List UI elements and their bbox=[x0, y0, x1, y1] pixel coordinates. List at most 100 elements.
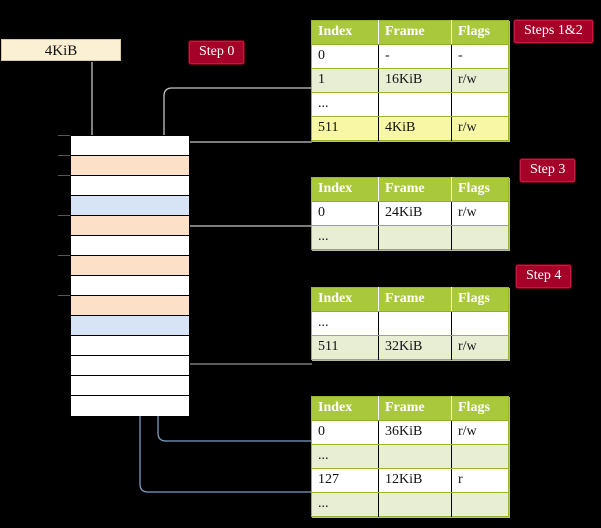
memory-frame-tick bbox=[58, 175, 70, 176]
physical-memory-column bbox=[70, 135, 190, 416]
cell-frame: 16KiB bbox=[378, 68, 452, 93]
cell-flags bbox=[451, 444, 509, 469]
cell-frame: 24KiB bbox=[378, 201, 452, 226]
column-header-frame: Frame bbox=[378, 20, 452, 45]
cell-flags: r/w bbox=[451, 201, 509, 226]
cell-index: 0 bbox=[311, 420, 379, 445]
memory-frame-free bbox=[71, 276, 189, 296]
column-header-index: Index bbox=[311, 396, 379, 421]
column-header-flags: Flags bbox=[451, 177, 509, 202]
column-header-flags: Flags bbox=[451, 287, 509, 312]
cell-index: ... bbox=[311, 444, 379, 469]
cell-frame bbox=[378, 225, 452, 250]
memory-frame-free bbox=[71, 236, 189, 256]
memory-frame-tick bbox=[58, 135, 70, 136]
cell-frame bbox=[378, 92, 452, 117]
cell-frame bbox=[378, 311, 452, 336]
column-header-flags: Flags bbox=[451, 396, 509, 421]
cell-index: 0 bbox=[311, 44, 379, 69]
column-header-frame: Frame bbox=[378, 396, 452, 421]
table-row: 0-- bbox=[311, 44, 509, 69]
badge-step-3-label: Step 3 bbox=[530, 162, 566, 177]
badge-steps-1-2-label: Steps 1&2 bbox=[524, 23, 583, 38]
memory-frame-free bbox=[71, 136, 189, 156]
memory-frame-selected bbox=[71, 316, 189, 336]
column-header-index: Index bbox=[311, 177, 379, 202]
cell-flags: r bbox=[451, 468, 509, 493]
request-size-box: 4KiB bbox=[1, 39, 121, 61]
cell-index: ... bbox=[311, 311, 379, 336]
badge-step-4: Step 4 bbox=[516, 265, 572, 288]
memory-frame-free bbox=[71, 356, 189, 376]
cell-index: 127 bbox=[311, 468, 379, 493]
cell-index: 511 bbox=[311, 335, 379, 360]
cell-flags bbox=[451, 311, 509, 336]
column-header-frame: Frame bbox=[378, 177, 452, 202]
column-header-index: Index bbox=[311, 287, 379, 312]
cell-frame bbox=[378, 444, 452, 469]
memory-frame-used bbox=[71, 256, 189, 276]
cell-index: ... bbox=[311, 92, 379, 117]
column-header-index: Index bbox=[311, 20, 379, 45]
memory-frame-free bbox=[71, 376, 189, 396]
memory-frame-free bbox=[71, 396, 189, 416]
memory-frame-tick bbox=[58, 215, 70, 216]
cell-flags: - bbox=[451, 44, 509, 69]
cell-flags bbox=[451, 92, 509, 117]
badge-step-4-label: Step 4 bbox=[526, 268, 562, 283]
cell-frame: 4KiB bbox=[378, 116, 452, 141]
badge-step-0-label: Step 0 bbox=[199, 44, 235, 59]
wire-step-4 bbox=[172, 319, 312, 365]
memory-frame-selected bbox=[71, 196, 189, 216]
memory-frame-tick bbox=[58, 295, 70, 296]
memory-frame-tick bbox=[58, 155, 70, 156]
cell-flags bbox=[451, 225, 509, 250]
table-row: ... bbox=[311, 311, 509, 336]
cell-index: 0 bbox=[311, 201, 379, 226]
wire-step-3 bbox=[179, 225, 312, 276]
cell-flags: r/w bbox=[451, 335, 509, 360]
memory-frame-used bbox=[71, 216, 189, 236]
badge-step-3: Step 3 bbox=[520, 159, 576, 182]
badge-steps-1-2: Steps 1&2 bbox=[514, 20, 593, 43]
cell-flags bbox=[451, 492, 509, 517]
table-row: ... bbox=[311, 492, 509, 517]
wire-steps-1-2-b bbox=[177, 141, 312, 257]
cell-frame bbox=[378, 492, 452, 517]
cell-frame: 32KiB bbox=[378, 335, 452, 360]
badge-step-0: Step 0 bbox=[189, 41, 245, 64]
cell-index: ... bbox=[311, 492, 379, 517]
cell-index: 1 bbox=[311, 68, 379, 93]
cell-index: 511 bbox=[311, 116, 379, 141]
cell-flags: r/w bbox=[451, 116, 509, 141]
memory-frame-free bbox=[71, 336, 189, 356]
table-row: ... bbox=[311, 225, 509, 250]
request-size-label: 4KiB bbox=[44, 43, 78, 59]
column-header-frame: Frame bbox=[378, 287, 452, 312]
cell-frame: - bbox=[378, 44, 452, 69]
cell-frame: 36KiB bbox=[378, 420, 452, 445]
memory-frame-used bbox=[71, 296, 189, 316]
memory-frame-tick bbox=[58, 255, 70, 256]
memory-frame-used bbox=[71, 156, 189, 176]
column-header-flags: Flags bbox=[451, 20, 509, 45]
table-row: ... bbox=[311, 444, 509, 469]
memory-frame-free bbox=[71, 176, 189, 196]
table-row: ... bbox=[311, 92, 509, 117]
cell-flags: r/w bbox=[451, 68, 509, 93]
